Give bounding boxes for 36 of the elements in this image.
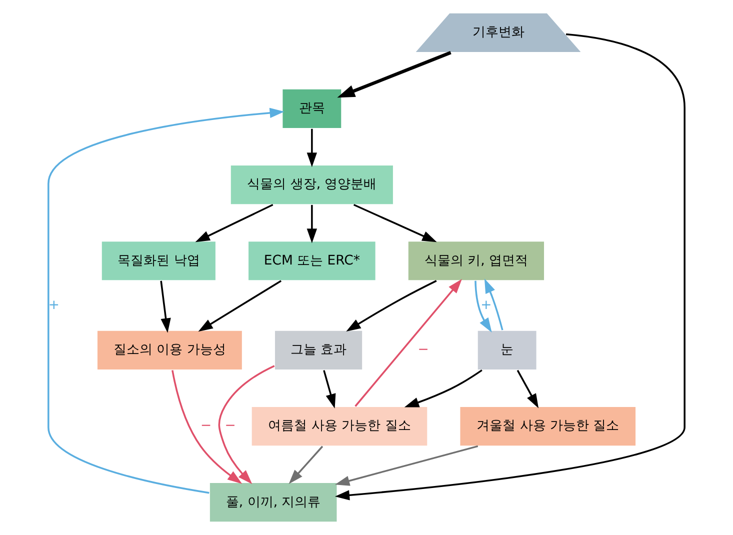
arrow (516, 370, 539, 408)
arrow (288, 446, 324, 484)
arrow (334, 33, 686, 500)
arrow (353, 204, 437, 242)
node-box: 목질화된 낙엽 (100, 240, 217, 282)
edge-label: + (480, 298, 492, 313)
node-box: 식물의 생장, 영양분배 (230, 164, 394, 206)
arrow (306, 128, 318, 168)
node-box: 풀, 이끼, 지의류 (208, 482, 338, 523)
edge-label: − (224, 418, 236, 434)
edge-label: − (418, 342, 429, 358)
node-box: 그늘 효과 (274, 330, 364, 371)
node-box: 겨울철 사용 가능한 질소 (459, 406, 637, 447)
node-box: 여름철 사용 가능한 질소 (250, 406, 428, 447)
node-box: ECM 또는 ERC* (247, 240, 376, 282)
edge-label: + (48, 298, 60, 313)
arrow (172, 370, 242, 484)
arrow (334, 445, 478, 486)
arrow (484, 278, 504, 330)
node-box: 식물의 키, 엽면적 (407, 240, 546, 282)
arrow (323, 370, 336, 409)
arrow (160, 280, 171, 333)
arrow (198, 280, 282, 332)
arrow (354, 278, 462, 407)
arrow (306, 204, 318, 244)
arrow (404, 369, 482, 408)
edge-label: − (200, 418, 212, 434)
arrow (195, 204, 274, 242)
arrow (48, 108, 284, 494)
arrow (346, 280, 437, 332)
arrow (337, 51, 452, 98)
node-box: 관목 (282, 88, 342, 130)
arrow (474, 280, 492, 332)
node-box: 눈 (476, 330, 538, 371)
arrow (218, 365, 275, 484)
node-box: 질소의 이용 가능성 (96, 330, 244, 371)
